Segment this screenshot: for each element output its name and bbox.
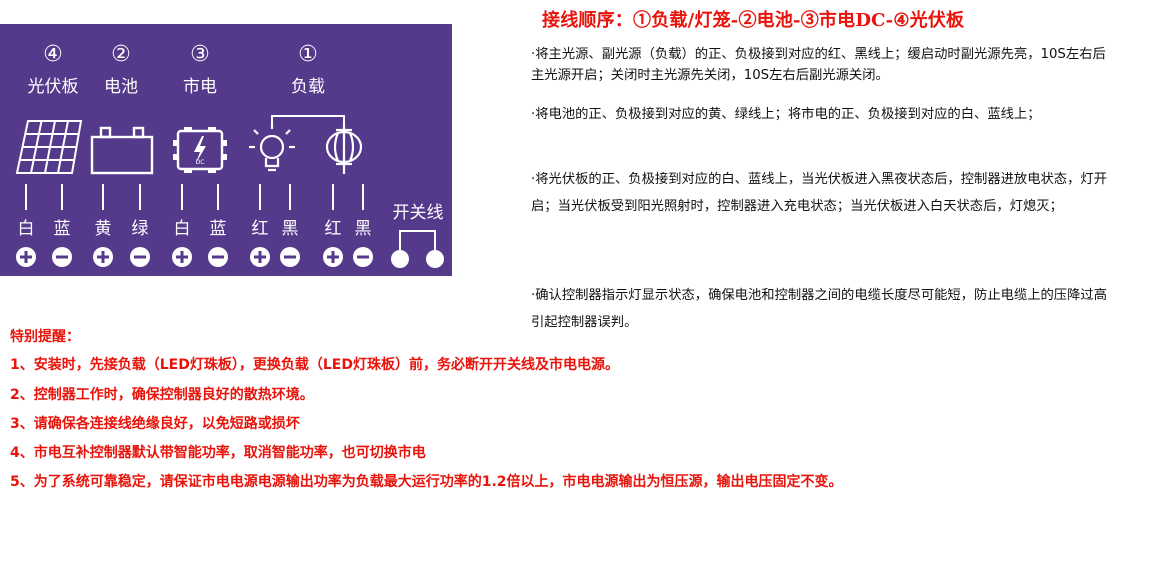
lantern-icon <box>325 123 363 174</box>
solar-panel-icon <box>15 120 83 174</box>
switch-wire-loop <box>399 230 436 250</box>
wire-label-5: 白 <box>174 219 191 239</box>
wiring-diagram-panel: ④ ② ③ ① 光伏板 电池 市电 负载 <box>0 24 452 276</box>
switch-terminal-1 <box>391 250 409 268</box>
wire-label-7: 红 <box>252 219 269 239</box>
adapter-dc-label: DC <box>196 159 205 166</box>
wire-lines <box>25 184 364 210</box>
wiring-order-heading: 接线顺序：①负载/灯笼-②电池-③市电DC-④光伏板 <box>542 10 965 31</box>
switch-wire-label: 开关线 <box>393 203 444 223</box>
wire-label-10: 黑 <box>355 219 372 239</box>
wire-label-2: 蓝 <box>54 219 71 239</box>
instruction-indicator: ·确认控制器指示灯显示状态，确保电池和控制器之间的电缆长度尽可能短，防止电缆上的… <box>531 288 1107 330</box>
wire-label-4: 绿 <box>132 219 149 239</box>
instruction-load: ·将主光源、副光源（负载）的正、负极接到对应的红、黑线上；缓启动时副光源先亮，1… <box>531 47 1106 83</box>
note-item-1: 1、安装时，先接负载（LED灯珠板），更换负载（LED灯珠板）前，务必断开开关线… <box>10 357 619 373</box>
minus-terminal-icon <box>52 247 72 267</box>
instruction-solar: ·将光伏板的正、负极接到对应的白、蓝线上，当光伏板进入黑夜状态后，控制器进放电状… <box>531 172 1107 214</box>
group-name-load: 负载 <box>291 77 325 97</box>
plus-terminal-icon <box>16 247 36 267</box>
plus-terminal-icon <box>323 247 343 267</box>
plus-terminal-icon <box>250 247 270 267</box>
group-name-battery: 电池 <box>104 77 138 97</box>
group-number-solar: ④ <box>43 42 63 67</box>
wiring-diagram: ④ ② ③ ① 光伏板 电池 市电 负载 <box>15 42 444 268</box>
switch-terminal-2 <box>426 250 444 268</box>
minus-terminal-icon <box>353 247 373 267</box>
note-item-3: 3、请确保各连接线绝缘良好，以免短路或损坏 <box>10 416 300 432</box>
battery-icon <box>90 126 154 175</box>
group-name-mains: 市电 <box>183 77 217 97</box>
note-item-5: 5、为了系统可靠稳定，请保证市电电源电源输出功率为负载最大运行功率的1.2倍以上… <box>10 474 843 490</box>
instruction-battery-mains: ·将电池的正、负极接到对应的黄、绿线上；将市电的正、负极接到对应的白、蓝线上； <box>531 107 1041 122</box>
power-adapter-dc-icon: DC <box>173 127 227 173</box>
group-number-mains: ③ <box>190 42 210 67</box>
wire-label-3: 黄 <box>95 219 112 239</box>
plus-terminal-icon <box>93 247 113 267</box>
minus-terminal-icon <box>208 247 228 267</box>
load-link-wire <box>271 115 345 123</box>
notes-title: 特别提醒： <box>10 329 80 345</box>
light-bulb-icon <box>249 123 295 172</box>
group-number-battery: ② <box>111 42 131 67</box>
wire-label-9: 红 <box>325 219 342 239</box>
minus-terminal-icon <box>280 247 300 267</box>
note-item-4: 4、市电互补控制器默认带智能功率，取消智能功率，也可切换市电 <box>10 445 426 461</box>
minus-terminal-icon <box>130 247 150 267</box>
group-number-load: ① <box>298 42 318 67</box>
group-name-solar: 光伏板 <box>28 77 79 97</box>
wire-label-1: 白 <box>18 219 35 239</box>
wire-label-8: 黑 <box>282 219 299 239</box>
wire-label-6: 蓝 <box>210 219 227 239</box>
note-item-2: 2、控制器工作时，确保控制器良好的散热环境。 <box>10 387 314 403</box>
plus-terminal-icon <box>172 247 192 267</box>
